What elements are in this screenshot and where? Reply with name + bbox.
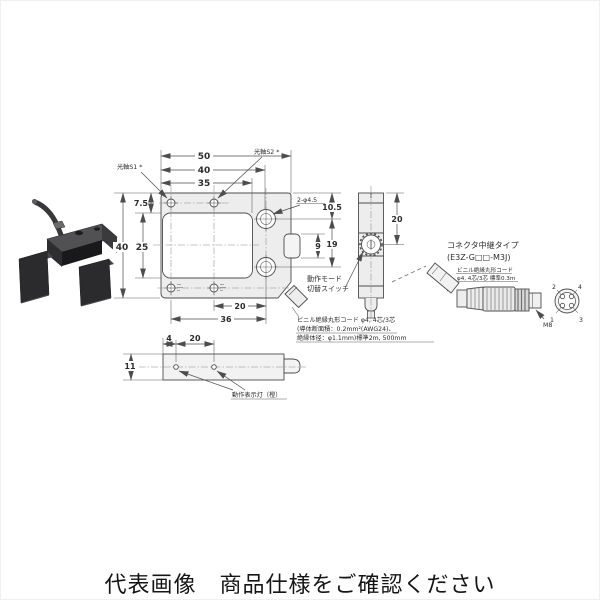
cord-note-line3: 絶縁体径：φ1.1mm)標準2m, 500mm xyxy=(297,334,406,342)
footer-caption: 代表画像 商品仕様をご確認ください xyxy=(104,573,496,598)
pin-4 xyxy=(568,293,575,300)
cord-note-line2: (導体断面積：0.2mm²(AWG24)、 xyxy=(297,325,395,333)
cable-boot xyxy=(284,284,309,309)
indicator-leader xyxy=(216,370,246,391)
connector-diagram: コネクタ中継タイプ (E3Z-G□□-M3J) ビニル絶縁丸形コード φ4, 4… xyxy=(391,240,583,329)
indicator-leader xyxy=(178,370,234,391)
switch-label-line1: 動作モード xyxy=(307,274,342,283)
side-dim-20-label: 20 xyxy=(391,215,403,224)
axis-s1-label: 光軸S1 * xyxy=(117,163,142,171)
pin-1-label: 1 xyxy=(550,317,554,324)
bottom-dim-4-label: 4 xyxy=(166,334,172,343)
side-view: 20 動作モード 切替スイッチ xyxy=(307,186,405,323)
dim-19-label: 19 xyxy=(326,240,338,249)
m8-label: M8 xyxy=(543,322,552,329)
fork-slot-window xyxy=(162,212,253,279)
product-cable xyxy=(32,199,65,241)
prong-edge-highlight xyxy=(80,297,112,307)
left-prong xyxy=(18,250,50,304)
product-slot xyxy=(62,240,102,266)
bottom-cable-hook xyxy=(283,358,301,374)
product-top-hole xyxy=(75,230,83,236)
connector-tip xyxy=(528,292,542,309)
cable-clamp xyxy=(52,220,66,230)
dim-35-label: 35 xyxy=(198,179,211,189)
product-top-hole xyxy=(94,227,100,231)
holes-label-leader xyxy=(272,204,301,215)
m8-leader xyxy=(535,309,545,320)
indicator-led xyxy=(173,364,179,370)
prong-edge-highlight xyxy=(20,294,50,304)
holes-label: 2-φ4.5 xyxy=(297,197,317,204)
technical-drawing: 50 40 35 7.5 40 25 光軸S1 * 光軸S2 * 2-φ4.5 … xyxy=(18,148,583,400)
switch-leader xyxy=(345,251,364,287)
pin-2 xyxy=(559,293,566,300)
connector-title-line1: コネクタ中継タイプ xyxy=(447,240,519,250)
product-photo xyxy=(18,198,118,307)
dim-40h-label: 40 xyxy=(116,243,129,253)
pin-2-label: 2 xyxy=(552,284,556,291)
indicator-led xyxy=(211,364,217,370)
dim-50-label: 50 xyxy=(198,152,211,162)
strain-relief xyxy=(456,289,468,308)
dim-7-5-label: 7.5 xyxy=(134,199,149,208)
bottom-dim-11-label: 11 xyxy=(124,362,136,371)
axis-s1-leader xyxy=(140,171,168,199)
mode-switch xyxy=(359,232,383,257)
boot-band xyxy=(288,286,298,296)
switch-label-line2: 切替スイッチ xyxy=(307,284,349,293)
connector-note-line1: ビニル絶縁丸形コード xyxy=(457,266,513,274)
product-front-face xyxy=(47,239,62,267)
light-axis-holes xyxy=(164,196,226,295)
connector-boot xyxy=(426,262,460,294)
cord-note: ビニル絶縁丸形コード φ4, 4芯/3芯 (導体断面積：0.2mm²(AWG24… xyxy=(296,316,434,343)
pin-3 xyxy=(568,302,575,309)
product-cable-tip xyxy=(31,198,38,205)
connector-note-line2: φ4, 4芯/3芯 標準0.3m xyxy=(457,274,515,282)
side-tab xyxy=(283,233,301,259)
axis-s2-label: 光軸S2 * xyxy=(254,148,279,156)
axis-s2-leader xyxy=(217,156,263,199)
indicator-label: 動作表示灯（橙） xyxy=(232,391,282,399)
bottom-dim-20-label: 20 xyxy=(189,334,201,343)
pin-4-label: 4 xyxy=(578,284,582,291)
front-view: 50 40 35 7.5 40 25 光軸S1 * 光軸S2 * 2-φ4.5 … xyxy=(113,148,342,324)
pin-1 xyxy=(559,302,566,309)
cord-note-line1: ビニル絶縁丸形コード φ4, 4芯/3芯 xyxy=(297,316,395,324)
dim-40w-label: 40 xyxy=(198,166,211,176)
connector-pin-face: 2 4 1 3 xyxy=(550,284,583,324)
pin-3-label: 3 xyxy=(579,317,583,324)
dim-9-label: 9 xyxy=(315,242,321,251)
bottom-view: 11 4 20 動作表示灯（橙） xyxy=(122,334,306,400)
dim-20-label: 20 xyxy=(234,302,246,311)
cord-note-leader xyxy=(291,306,300,318)
mounting-holes xyxy=(254,207,278,279)
connection-dash-line xyxy=(391,265,427,283)
connector-title-line2: (E3Z-G□□-M3J) xyxy=(447,253,510,262)
dim-36-label: 36 xyxy=(220,315,232,324)
dim-25-label: 25 xyxy=(136,243,149,253)
dim-10-5-label: 10.5 xyxy=(322,203,342,212)
